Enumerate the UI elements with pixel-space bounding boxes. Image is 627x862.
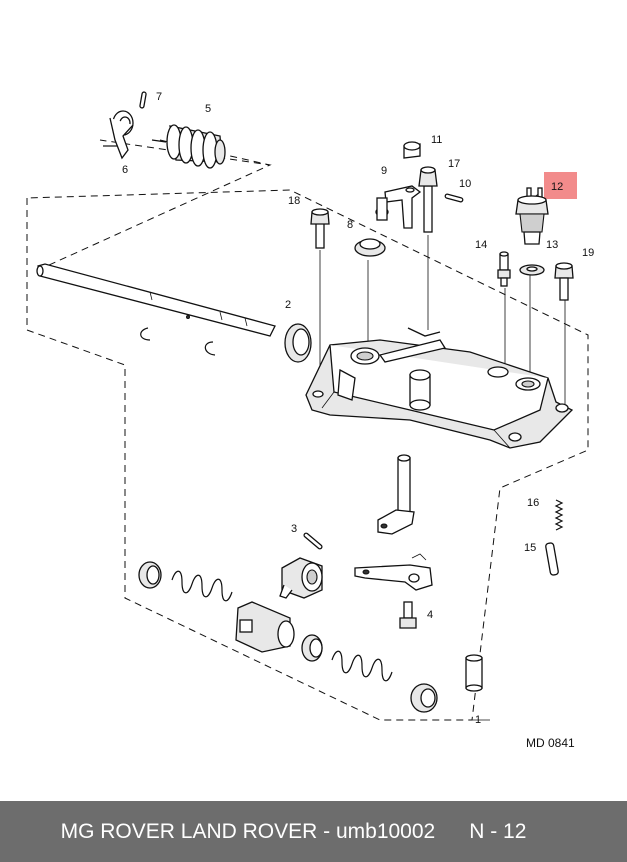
part-label-7: 7 <box>156 91 162 103</box>
bush-8 <box>354 238 386 257</box>
bolt-4 <box>399 601 417 629</box>
part-label-18: 18 <box>288 195 300 207</box>
highlight-box <box>544 172 577 199</box>
bolt-18 <box>310 208 330 249</box>
spring-16 <box>554 499 564 531</box>
bush-11 <box>403 141 421 159</box>
footer-bar: MG ROVER LAND ROVER - umb10002 N - 12 <box>0 801 627 862</box>
sleeve <box>465 654 483 692</box>
roll-pin-7 <box>139 91 147 109</box>
part-label-5: 5 <box>205 103 211 115</box>
part-labels: 1 2 3 4 5 6 7 8 9 10 11 12 13 14 15 16 1… <box>122 91 594 726</box>
detent-plunger <box>235 601 295 653</box>
part-label-11: 11 <box>431 134 442 146</box>
part-label-9: 9 <box>381 165 387 177</box>
bolt-17 <box>418 166 438 233</box>
part-label-4: 4 <box>427 609 433 621</box>
part-label-3: 3 <box>291 523 297 535</box>
part-label-1: 1 <box>475 714 481 726</box>
leader-lines <box>319 192 566 405</box>
plug-14 <box>497 251 511 287</box>
selector-fork <box>103 110 134 160</box>
part-label-2: 2 <box>285 299 291 311</box>
pin-10 <box>444 193 464 203</box>
detent-spring-right <box>301 634 438 713</box>
part-label-15: 15 <box>524 542 536 554</box>
exploded-parts-diagram: 1 2 3 4 5 6 7 8 9 10 11 12 13 14 15 16 1… <box>26 91 594 750</box>
switch-12 <box>515 172 577 245</box>
part-label-17: 17 <box>448 158 460 170</box>
spring-assembly <box>151 124 226 169</box>
part-label-14: 14 <box>475 239 487 251</box>
pin-3 <box>303 532 323 550</box>
part-label-19: 19 <box>582 247 594 259</box>
washer-13 <box>519 264 545 276</box>
footer-page-number: N - 12 <box>469 819 527 843</box>
diagram-canvas: 1 2 3 4 5 6 7 8 9 10 11 12 13 14 15 16 1… <box>26 91 594 750</box>
part-label-16: 16 <box>527 497 539 509</box>
circlips <box>140 327 216 356</box>
pin-15 <box>545 542 559 576</box>
lever-9 <box>375 185 422 229</box>
selector-shaft <box>36 263 312 363</box>
footer-title: MG ROVER LAND ROVER - umb10002 <box>60 819 436 843</box>
part-label-8: 8 <box>347 219 353 231</box>
gate-plate <box>354 553 433 591</box>
part-label-13: 13 <box>546 239 558 251</box>
selector-block <box>279 557 323 599</box>
selector-housing <box>305 327 574 449</box>
part-label-12: 12 <box>551 181 563 193</box>
detent-spring-left <box>138 561 233 602</box>
part-label-10: 10 <box>459 178 471 190</box>
diagram-reference-code: MD 0841 <box>526 736 575 750</box>
bolt-19 <box>554 262 574 301</box>
cross-shaft <box>377 454 415 535</box>
part-label-6: 6 <box>122 164 128 176</box>
